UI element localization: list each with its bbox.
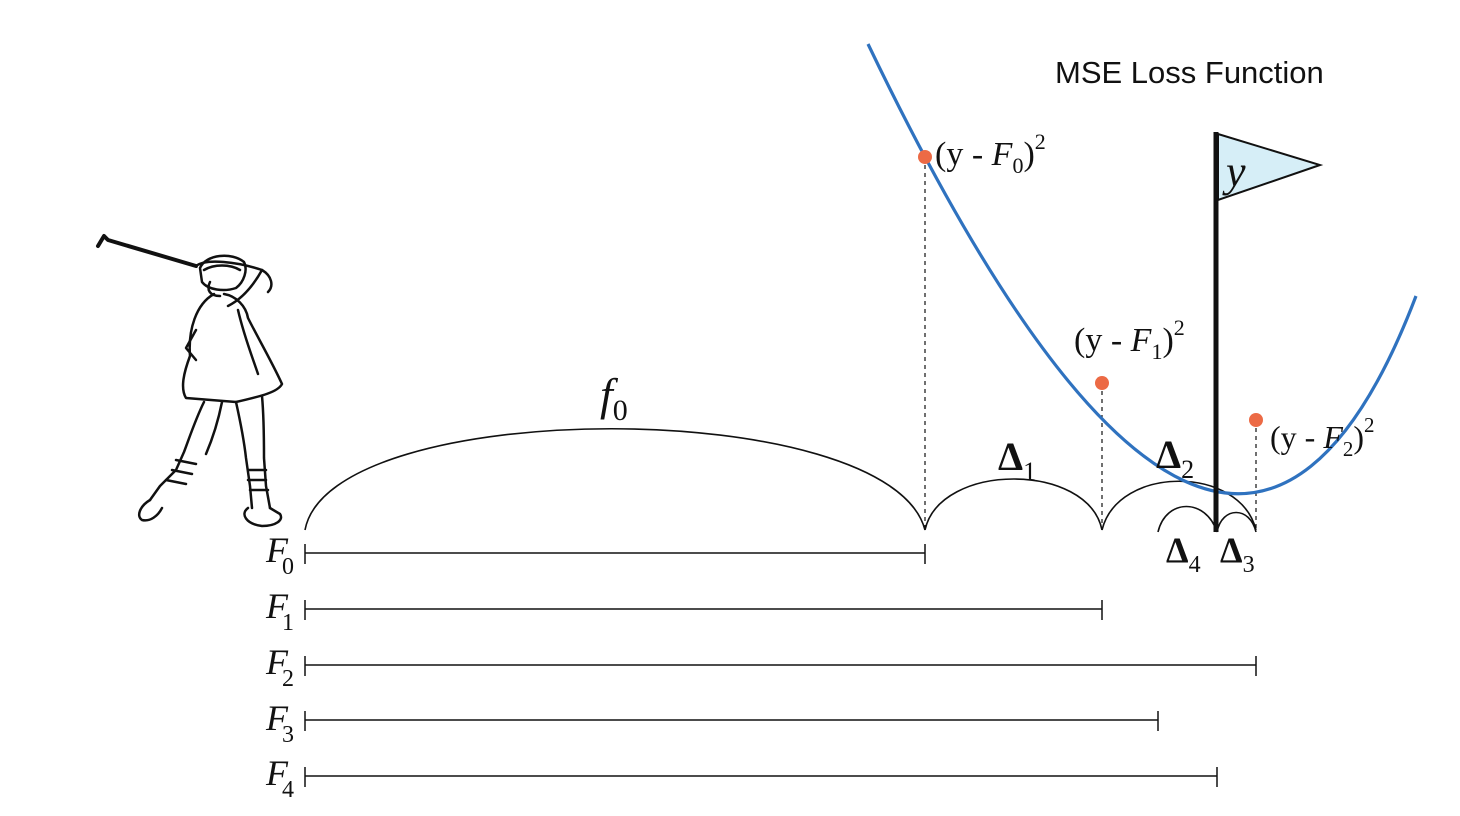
projection-lines — [924, 157, 1257, 530]
arc-delta-1 — [924, 478, 1103, 531]
flag-label: y — [1222, 147, 1246, 196]
loss-label-f1: (y - F1)2 — [1074, 315, 1185, 364]
loss-label-f2: (y - F2)2 — [1270, 413, 1375, 461]
bar-f2 — [304, 656, 1257, 676]
loss-label-f0: (y - F0)2 — [935, 129, 1046, 178]
trajectory-arcs — [304, 428, 1257, 533]
row-label-f2: F2 — [265, 642, 294, 692]
prediction-bars — [304, 544, 1257, 787]
row-labels: F0 F1 F2 F3 F4 — [265, 530, 294, 803]
row-label-f3: F3 — [265, 698, 294, 748]
arc-labels: f0 Δ1 Δ2 Δ4 Δ3 — [600, 369, 1255, 578]
label-delta-4: Δ4 — [1166, 530, 1201, 578]
arc-delta-3 — [1216, 511, 1257, 533]
golfer-illustration — [96, 234, 284, 528]
arc-delta-4 — [1157, 505, 1218, 533]
loss-point-f2 — [1249, 413, 1263, 427]
label-delta-2: Δ2 — [1156, 432, 1194, 484]
bar-f1 — [304, 600, 1103, 620]
mse-loss-curve — [866, 43, 1418, 496]
loss-point-f0 — [918, 150, 932, 164]
row-label-f4: F4 — [265, 753, 294, 803]
diagram-title: MSE Loss Function — [1055, 55, 1324, 90]
bar-f4 — [304, 767, 1218, 787]
flag-pennant — [1217, 132, 1324, 202]
arc-f0 — [304, 428, 926, 531]
bar-f0 — [304, 544, 926, 564]
bar-f3 — [304, 711, 1159, 731]
loss-labels: (y - F0)2 (y - F1)2 (y - F2)2 — [935, 129, 1375, 461]
row-label-f1: F1 — [265, 586, 294, 636]
label-delta-1: Δ1 — [998, 434, 1036, 486]
row-label-f0: F0 — [265, 530, 294, 580]
label-f0: f0 — [600, 369, 628, 427]
target-flag: y — [1213, 132, 1324, 532]
loss-points — [918, 150, 1263, 427]
label-delta-3: Δ3 — [1220, 530, 1255, 578]
arc-delta-2 — [1101, 480, 1257, 531]
loss-point-f1 — [1095, 376, 1109, 390]
